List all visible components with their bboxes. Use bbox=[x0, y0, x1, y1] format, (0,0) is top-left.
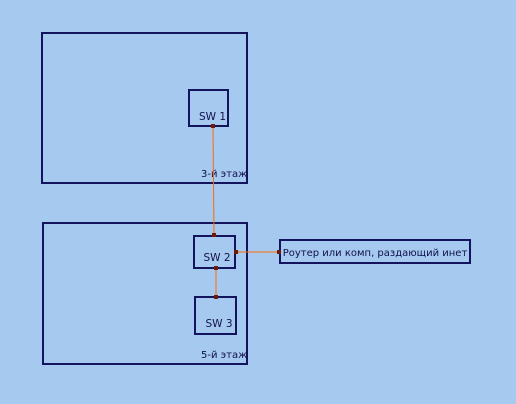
port-router-left bbox=[277, 250, 281, 254]
floor-5-box bbox=[42, 222, 248, 365]
switch-sw1: SW 1 bbox=[188, 89, 229, 127]
port-sw2-top bbox=[212, 233, 216, 237]
switch-sw2-label: SW 2 bbox=[203, 252, 231, 264]
link-sw1-sw2 bbox=[212, 125, 215, 237]
port-sw2-bottom bbox=[214, 266, 218, 270]
floor-3-label: 3-й этаж bbox=[201, 169, 248, 180]
floor-3-box bbox=[41, 32, 248, 184]
port-sw3-top bbox=[214, 295, 218, 299]
router-label: Роутер или комп, раздающий инет bbox=[282, 248, 468, 259]
floor-5-label: 5-й этаж bbox=[201, 350, 248, 361]
switch-sw1-label: SW 1 bbox=[198, 110, 227, 123]
switch-sw3-label: SW 3 bbox=[205, 318, 233, 330]
port-sw2-right bbox=[234, 250, 238, 254]
port-sw1-bottom bbox=[211, 124, 215, 128]
